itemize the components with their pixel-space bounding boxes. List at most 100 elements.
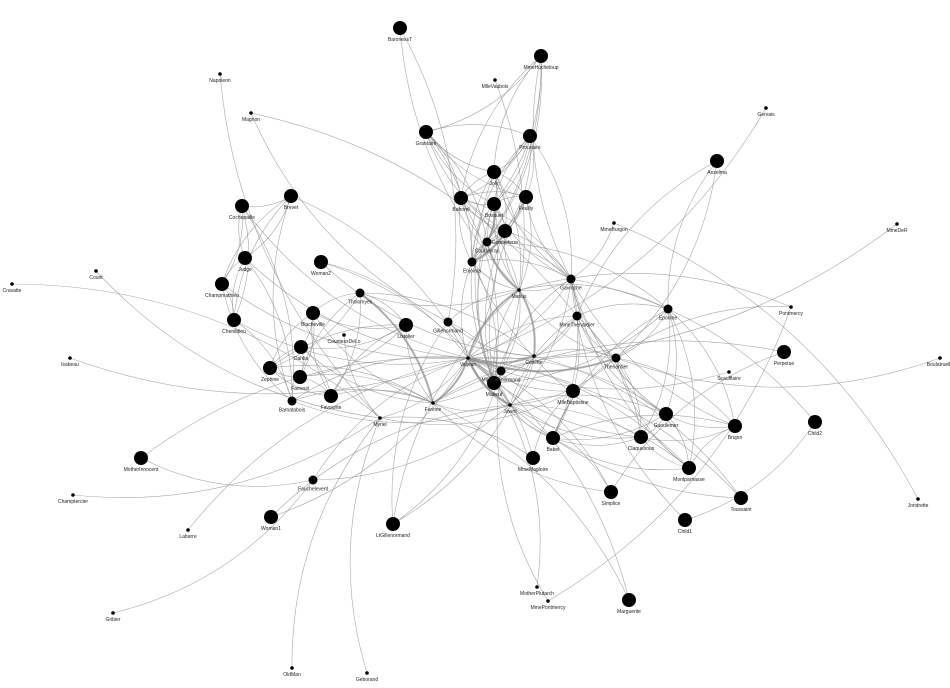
node-label-favourite: Favourite bbox=[321, 405, 342, 411]
node-countess-de-lo[interactable] bbox=[342, 333, 346, 337]
node-mme-de-r[interactable] bbox=[895, 222, 899, 226]
node-tholomyes[interactable] bbox=[355, 288, 365, 298]
node-marguerite[interactable] bbox=[622, 593, 636, 607]
edge-mme-hucheloup-courfeyrac bbox=[486, 55, 542, 243]
node-child1[interactable] bbox=[678, 513, 692, 527]
node-mme-thenardier[interactable] bbox=[572, 311, 582, 321]
node-label-mme-pontmercy: MmePontmercy bbox=[530, 605, 566, 611]
edge-claquesous-javert bbox=[509, 404, 642, 439]
node-cosette[interactable] bbox=[532, 354, 536, 358]
node-fauchelevent[interactable] bbox=[308, 475, 318, 485]
edge-marius-lt-gillenormand bbox=[392, 289, 520, 525]
node-listolier[interactable] bbox=[399, 318, 413, 332]
node-marius[interactable] bbox=[517, 288, 521, 292]
node-enjolras[interactable] bbox=[467, 257, 477, 267]
edge-brevet-bamatabois bbox=[272, 195, 293, 402]
node-mother-plutarch[interactable] bbox=[535, 585, 539, 589]
node-count[interactable] bbox=[94, 269, 98, 273]
node-napoleon[interactable] bbox=[218, 72, 222, 76]
node-cochepaille[interactable] bbox=[235, 199, 249, 213]
node-mme-burgon[interactable] bbox=[612, 221, 616, 225]
node-montparnasse[interactable] bbox=[682, 461, 696, 475]
node-mme-magloire[interactable] bbox=[526, 451, 540, 465]
node-valjean[interactable] bbox=[466, 356, 470, 360]
node-old-man[interactable] bbox=[290, 666, 294, 670]
node-eponine[interactable] bbox=[663, 304, 673, 314]
node-isabeau[interactable] bbox=[68, 356, 72, 360]
node-mabeuf[interactable] bbox=[487, 376, 501, 390]
node-mlle-vaubois[interactable] bbox=[493, 78, 497, 82]
node-champtercier[interactable] bbox=[71, 493, 75, 497]
edge-joly-enjolras bbox=[470, 171, 495, 263]
node-child2[interactable] bbox=[808, 415, 822, 429]
node-fameuil[interactable] bbox=[293, 370, 307, 384]
node-labarre[interactable] bbox=[186, 528, 190, 532]
node-zephine[interactable] bbox=[263, 361, 277, 375]
node-geborand[interactable] bbox=[365, 671, 369, 675]
node-blacheville[interactable] bbox=[306, 306, 320, 320]
node-gribier[interactable] bbox=[111, 611, 115, 615]
node-mlle-gillenormand[interactable] bbox=[496, 366, 506, 376]
node-simplice[interactable] bbox=[604, 485, 618, 499]
node-dahlia[interactable] bbox=[294, 340, 308, 354]
node-jondrette[interactable] bbox=[916, 497, 920, 501]
node-babet[interactable] bbox=[546, 431, 560, 445]
edge-enjolras-valjean bbox=[460, 261, 473, 359]
edge-montparnasse-javert bbox=[509, 404, 690, 469]
node-bahorel[interactable] bbox=[454, 191, 468, 205]
node-grantaire[interactable] bbox=[419, 125, 433, 139]
node-label-bahorel: Bahorel bbox=[452, 207, 469, 213]
edge-bahorel-marius bbox=[460, 197, 520, 291]
edge-toussaint-valjean bbox=[467, 357, 742, 499]
node-prouvaire[interactable] bbox=[523, 129, 537, 143]
node-toussaint[interactable] bbox=[734, 491, 748, 505]
node-myriel[interactable] bbox=[378, 416, 382, 420]
node-woman1[interactable] bbox=[264, 510, 278, 524]
node-label-brevet: Brevet bbox=[284, 205, 299, 211]
node-feuilly[interactable] bbox=[519, 190, 533, 204]
node-mother-innocent[interactable] bbox=[134, 451, 148, 465]
node-javert[interactable] bbox=[508, 403, 512, 407]
node-boulatruelle[interactable] bbox=[938, 356, 942, 360]
node-cravatte[interactable] bbox=[10, 282, 14, 286]
node-perpetue[interactable] bbox=[777, 345, 791, 359]
edge-mlle-baptistine-myriel bbox=[379, 390, 574, 425]
edge-gervais-valjean bbox=[467, 107, 767, 359]
node-chenildieu[interactable] bbox=[227, 313, 241, 327]
node-thenardier[interactable] bbox=[611, 353, 621, 363]
node-gillenormand[interactable] bbox=[443, 317, 453, 327]
node-champmathieu[interactable] bbox=[215, 277, 229, 291]
node-courfeyrac[interactable] bbox=[482, 237, 492, 247]
node-gavroche[interactable] bbox=[566, 274, 576, 284]
node-mme-pontmercy[interactable] bbox=[546, 599, 550, 603]
edge-fameuil-listolier bbox=[299, 324, 407, 378]
node-fantine[interactable] bbox=[431, 401, 435, 405]
node-mme-hucheloup[interactable] bbox=[534, 49, 548, 63]
node-pontmercy[interactable] bbox=[789, 305, 793, 309]
node-gueulemer[interactable] bbox=[659, 407, 673, 421]
node-judge[interactable] bbox=[238, 251, 252, 265]
node-label-blacheville: Blacheville bbox=[301, 322, 325, 328]
node-label-mother-plutarch: MotherPlutarch bbox=[520, 591, 554, 597]
node-anzelma[interactable] bbox=[710, 154, 724, 168]
node-label-gillenormand: Gillenormand bbox=[433, 329, 463, 335]
node-brevet[interactable] bbox=[284, 189, 298, 203]
node-claquesous[interactable] bbox=[634, 430, 648, 444]
node-lt-gillenormand[interactable] bbox=[386, 517, 400, 531]
node-woman2[interactable] bbox=[314, 255, 328, 269]
node-baroness-t[interactable] bbox=[393, 21, 407, 35]
node-label-myriel: Myriel bbox=[373, 422, 386, 428]
node-favourite[interactable] bbox=[324, 389, 338, 403]
node-scaufflaire[interactable] bbox=[727, 370, 731, 374]
node-mlle-baptistine[interactable] bbox=[566, 384, 580, 398]
node-bossuet[interactable] bbox=[487, 197, 501, 211]
node-joly[interactable] bbox=[487, 165, 501, 179]
edge-old-man-myriel bbox=[291, 417, 381, 669]
node-gervais[interactable] bbox=[764, 106, 768, 110]
node-bamatabois[interactable] bbox=[287, 396, 297, 406]
node-brujon[interactable] bbox=[728, 419, 742, 433]
edge-champmathieu-bamatabois bbox=[221, 283, 293, 402]
edge-grantaire-bossuet bbox=[425, 131, 495, 205]
node-combeferre[interactable] bbox=[498, 224, 512, 238]
node-magnon[interactable] bbox=[249, 111, 253, 115]
